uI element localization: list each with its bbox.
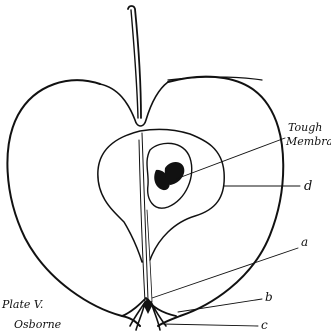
label-d: d [304,179,312,194]
label-tough: Tough [288,121,322,134]
label-c: c [261,318,268,332]
vascular-strand-2 [139,140,145,302]
leader-tough-membrane [176,138,285,179]
label-a: a [301,235,308,249]
apple-outline-left [7,80,140,326]
seed-right [165,162,185,185]
leader-b [178,299,262,312]
label-membrane: Membrane [285,135,331,148]
leader-c [162,324,258,326]
caption-plate: Plate V. [1,298,43,311]
leader-a [152,248,298,298]
calyx-lobe-right [151,302,166,330]
core-outline [98,129,224,262]
stem-cavity [100,82,168,126]
caption-author: Osborne [14,318,62,331]
label-b: b [265,290,273,304]
